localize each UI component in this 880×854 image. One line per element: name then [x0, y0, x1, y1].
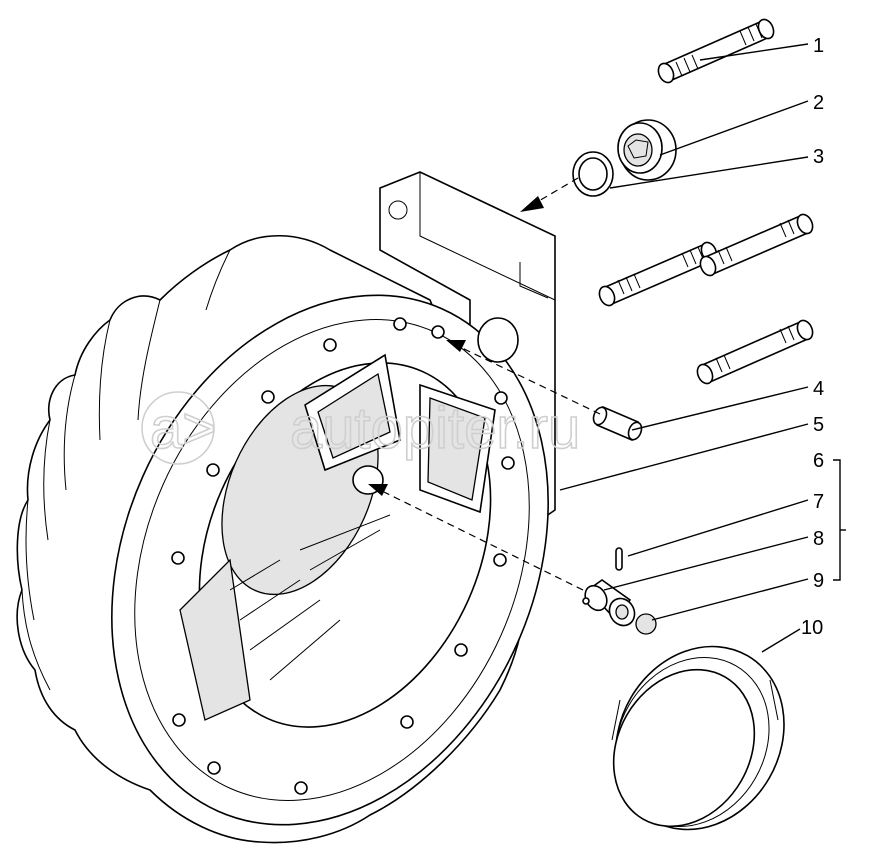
callout-7: 7: [813, 491, 824, 513]
callout-2: 2: [813, 92, 824, 114]
callout-5: 5: [813, 414, 824, 436]
ball: [635, 613, 657, 635]
callout-labels: 1 2 3 4 5 6 7 8 9 10: [801, 35, 824, 639]
callout-6: 6: [813, 450, 824, 472]
small-pin: [615, 547, 623, 571]
watermark: a> autopiter.ru: [141, 391, 581, 465]
callout-10: 10: [801, 617, 823, 639]
callout-4: 4: [813, 378, 824, 400]
watermark-logo: a>: [150, 396, 216, 461]
callout-9: 9: [813, 570, 824, 592]
callout-8: 8: [813, 528, 824, 550]
o-ring: [572, 151, 614, 197]
stud-top: [657, 18, 775, 84]
flange-bolt-holes: [171, 317, 515, 795]
dowel-pin: [592, 405, 643, 442]
leader-lines: [559, 43, 846, 653]
callout-3: 3: [813, 146, 824, 168]
studs-group: [598, 213, 814, 385]
assembly-lines: [368, 177, 601, 591]
bushing: [582, 579, 636, 627]
seal-ring: [611, 645, 785, 831]
callout-1: 1: [813, 35, 824, 57]
plug: [617, 119, 677, 181]
flywheel-housing: [16, 171, 556, 844]
watermark-text: autopiter.ru: [290, 396, 580, 461]
